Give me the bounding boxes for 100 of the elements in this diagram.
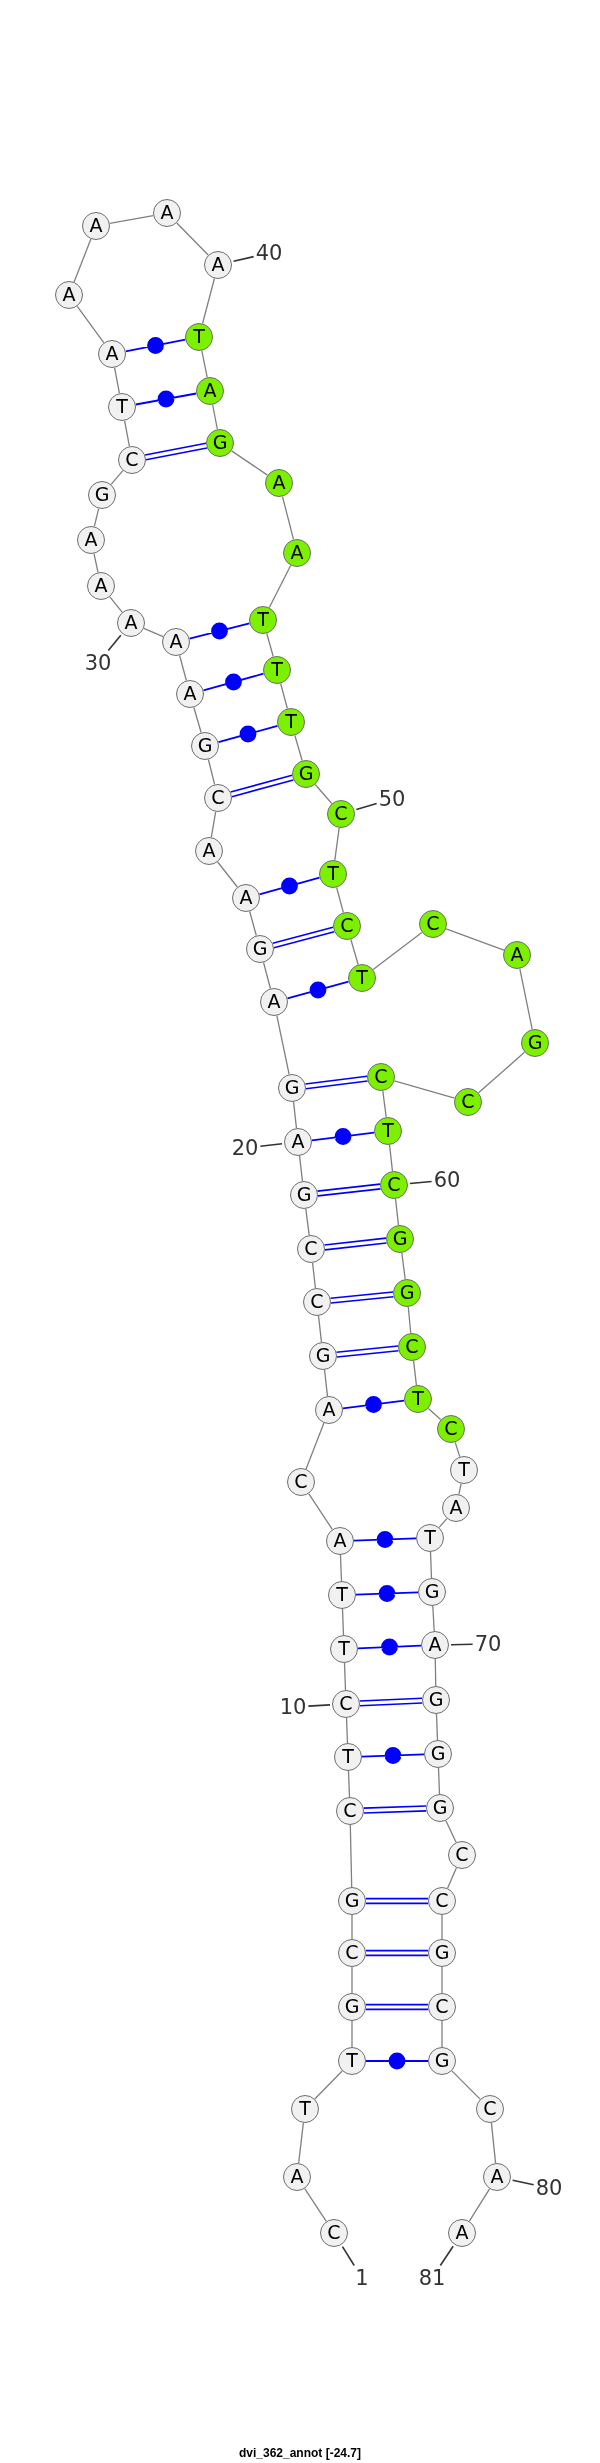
nucleotide-circle: A	[283, 2163, 311, 2191]
backbone-line	[176, 222, 209, 256]
position-number: 1	[355, 2267, 369, 2289]
backbone-line	[298, 1155, 304, 1182]
backbone-line	[317, 1315, 323, 1343]
nucleotide-circle: A	[442, 1494, 470, 1522]
base-pair-line	[365, 1897, 429, 1905]
backbone-line	[445, 928, 505, 951]
backbone-line	[193, 706, 202, 734]
backbone-line	[437, 1767, 441, 1795]
backbone-line	[446, 1867, 458, 1889]
nucleotide-circle: C	[428, 1887, 456, 1915]
nucleotide-circle: A	[82, 212, 110, 240]
nucleotide-circle: A	[283, 539, 311, 567]
position-number: 80	[535, 2177, 563, 2199]
position-number: 20	[231, 1137, 259, 1159]
nucleotide-circle: C	[454, 1088, 482, 1116]
position-number: 40	[255, 242, 283, 264]
base-pair-line	[355, 1585, 419, 1602]
nucleotide-circle: T	[450, 1456, 478, 1484]
backbone-line	[262, 961, 272, 990]
backbone-line	[393, 1080, 456, 1099]
position-number: 70	[474, 1633, 502, 1655]
backbone-line	[334, 827, 340, 861]
backbone-line	[427, 1407, 442, 1421]
backbone-line	[351, 1966, 353, 1994]
backbone-line	[113, 367, 121, 394]
backbone-line	[109, 214, 154, 225]
nucleotide-circle: T	[291, 2095, 319, 2123]
backbone-line	[350, 938, 359, 966]
base-pair-line	[304, 1075, 369, 1090]
nucleotide-circle: A	[196, 377, 224, 405]
leader-line	[450, 1643, 474, 1646]
backbone-line	[441, 1966, 443, 1994]
base-pair-line	[134, 390, 198, 408]
nucleotide-circle: G	[428, 2047, 456, 2075]
backbone-line	[123, 420, 131, 447]
base-pair-line	[365, 1949, 429, 1957]
backbone-line	[468, 2188, 491, 2222]
nucleotide-circle: G	[191, 732, 219, 760]
backbone-line	[388, 1144, 394, 1172]
nucleotide-circle: A	[195, 837, 223, 865]
nucleotide-circle: G	[206, 429, 234, 457]
base-pair-line	[229, 774, 295, 798]
nucleotide-circle: C	[367, 1063, 395, 1091]
leader-line	[355, 802, 378, 811]
backbone-line	[110, 470, 124, 485]
nucleotide-circle: A	[284, 1128, 312, 1156]
nucleotide-circle: C	[204, 784, 232, 812]
leader-line	[341, 2245, 356, 2267]
backbone-line	[451, 2070, 481, 2100]
backbone-line	[212, 404, 218, 430]
base-pair-line	[124, 337, 187, 354]
nucleotide-circle: A	[176, 680, 204, 708]
backbone-line	[73, 238, 92, 283]
position-number: 10	[279, 1696, 307, 1718]
backbone-line	[294, 734, 303, 762]
nucleotide-circle: T	[328, 1581, 356, 1609]
backbone-line	[477, 1051, 526, 1094]
backbone-line	[305, 1422, 325, 1470]
nucleotide-circle: G	[309, 1342, 337, 1370]
backbone-line	[434, 1658, 437, 1687]
position-number: 50	[378, 788, 406, 810]
backbone-line	[429, 1551, 433, 1579]
backbone-line	[93, 507, 100, 528]
nucleotide-circle: T	[108, 393, 136, 421]
backbone-line	[441, 1914, 443, 1940]
backbone-line	[401, 1252, 406, 1280]
nucleotide-circle: T	[334, 1743, 362, 1771]
backbone-line	[179, 654, 187, 682]
nucleotide-circle: T	[263, 656, 291, 684]
nucleotide-circle: C	[333, 912, 361, 940]
backbone-line	[305, 1208, 310, 1236]
backbone-line	[458, 1483, 462, 1495]
nucleotide-circle: C	[380, 1171, 408, 1199]
nucleotide-circle: C	[327, 800, 355, 828]
nucleotide-circle: A	[153, 199, 181, 227]
nucleotide-circle: G	[246, 935, 274, 963]
base-pair-line	[357, 1638, 422, 1656]
nucleotide-circle: A	[448, 2219, 476, 2247]
nucleotide-circle: G	[338, 1993, 366, 2021]
nucleotide-circle: T	[319, 860, 347, 888]
base-pair-line	[329, 1291, 395, 1304]
nucleotide-circle: C	[303, 1288, 331, 1316]
nucleotide-circle: A	[315, 1396, 343, 1424]
backbone-line	[109, 596, 123, 613]
base-pair-line	[202, 672, 265, 692]
backbone-line	[351, 1914, 353, 1940]
base-pair-line	[188, 622, 251, 640]
backbone-line	[308, 1493, 333, 1530]
backbone-line	[394, 1198, 400, 1226]
backbone-line	[281, 495, 295, 541]
backbone-line	[314, 783, 333, 805]
backbone-line	[454, 1441, 461, 1458]
backbone-line	[343, 1662, 347, 1691]
backbone-line	[407, 1306, 412, 1334]
nucleotide-circle: C	[320, 2219, 348, 2247]
nucleotide-circle: A	[204, 251, 232, 279]
position-number: 81	[418, 2267, 446, 2289]
base-pair-line	[217, 724, 279, 744]
